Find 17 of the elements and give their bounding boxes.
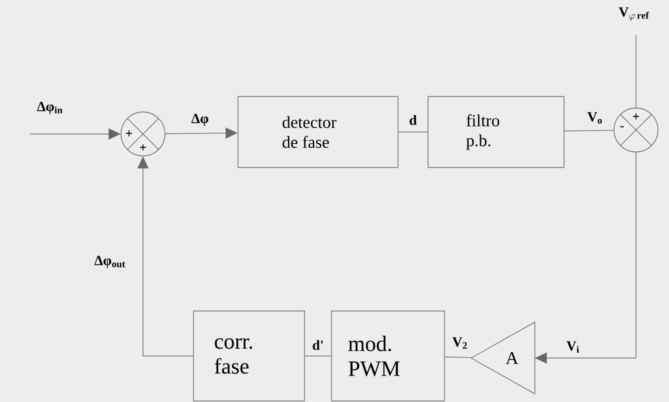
connector (444, 356, 472, 358)
summing-junction: + + (120, 112, 166, 156)
edge-label: Δφ$_{in}$ (37, 102, 62, 114)
edge-label: V$_{2}$ (452, 337, 467, 349)
summing-junction: + - (614, 108, 658, 152)
process-box: detector de fase (238, 96, 398, 168)
edge-label: V$_{i}$ (566, 341, 579, 353)
edge-label: V$_{o}$ (587, 112, 602, 124)
process-box: mod. PWM (331, 310, 445, 402)
edge-label: $\mathbf{V}_{\varphi\,\mathbf{ref}}$ (618, 7, 649, 21)
edge-label: Δφ (191, 114, 208, 126)
process-box: filtro p.b. (428, 96, 564, 168)
edge-label: d' (312, 340, 323, 350)
edge-label: Δφ$_{out}$ (94, 256, 126, 268)
edge-label: d (410, 115, 417, 125)
connector (564, 130, 614, 132)
process-box: corr. fase (193, 310, 305, 402)
